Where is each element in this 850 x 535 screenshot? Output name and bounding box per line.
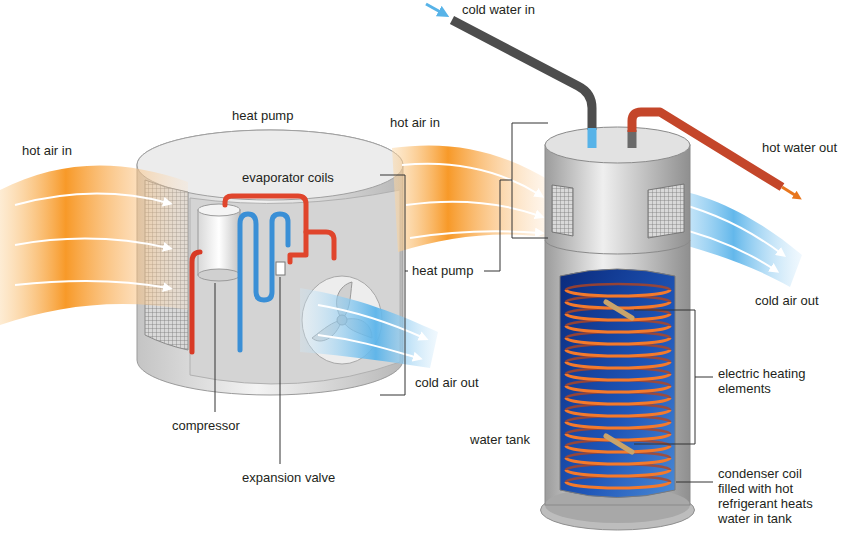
flow-label: hot air in	[390, 115, 440, 130]
compressor-symbol	[198, 204, 240, 216]
airflow-arrows	[15, 193, 168, 205]
condenser-coil	[566, 284, 670, 488]
hot-air-flow	[0, 145, 552, 325]
heating-element-symbol	[606, 302, 632, 452]
leader-lines	[512, 123, 548, 238]
hot-air-flow	[392, 145, 552, 252]
flow-label: cold water in	[462, 2, 535, 17]
airflow-arrows	[410, 231, 540, 238]
water-tank	[545, 145, 690, 505]
flow-label: hot water out	[762, 140, 837, 155]
water-tank	[545, 127, 690, 163]
hot-air-flow	[0, 166, 188, 325]
compressor-symbol	[198, 204, 240, 281]
part-label: electric heating elements	[718, 366, 818, 396]
leader-lines	[695, 377, 713, 378]
part-label: water tank	[470, 432, 530, 447]
flow-label: cold air out	[755, 293, 819, 308]
airflow-arrows	[15, 281, 168, 288]
cold-air-flow	[300, 288, 438, 368]
flow-label: hot air in	[22, 143, 72, 158]
refrigerant-pipes	[290, 232, 306, 262]
airflow-arrows	[318, 335, 418, 358]
heating-element-symbol	[606, 436, 632, 452]
expansion-valve-symbol	[276, 262, 285, 275]
unit-title: heat pump	[232, 108, 293, 123]
airflow-arrows	[402, 164, 540, 195]
water-pipes	[632, 112, 782, 187]
airflow-arrows	[406, 202, 540, 216]
part-label: evaporator coils	[242, 170, 334, 185]
leader-lines	[634, 310, 695, 444]
water-tank	[545, 240, 690, 254]
flow-label: cold air out	[415, 375, 479, 390]
leader-lines	[215, 283, 216, 412]
expansion-valve-symbol	[276, 262, 285, 275]
refrigerant-pipes	[240, 214, 288, 350]
water-pipes	[588, 128, 597, 148]
water-tank	[560, 269, 675, 498]
leader-lines	[280, 277, 281, 464]
part-label: expansion valve	[242, 470, 335, 485]
water-tank	[545, 145, 690, 505]
water-pipes	[426, 4, 798, 197]
bracket-label: heat pump	[412, 263, 473, 278]
condenser-coil	[566, 290, 670, 488]
water-pipes	[452, 20, 592, 130]
leader-lines	[380, 175, 405, 395]
leader-lines	[484, 180, 512, 271]
water-pipes	[426, 4, 444, 14]
part-label: condenser coil filled with hot refrigera…	[718, 466, 830, 526]
refrigerant-pipes	[192, 252, 200, 352]
airflow-arrows	[15, 239, 168, 248]
leader-lines	[676, 482, 713, 483]
leader-lines	[405, 271, 408, 272]
compressor-symbol	[198, 210, 240, 275]
water-tank	[552, 185, 573, 236]
water-tank	[541, 127, 695, 530]
water-tank	[648, 184, 684, 238]
heating-element-symbol	[606, 302, 632, 318]
part-label: compressor	[172, 418, 240, 433]
airflow-arrows	[318, 305, 424, 338]
water-pipes	[782, 187, 798, 197]
compressor-symbol	[198, 269, 240, 281]
water-pipes	[628, 130, 637, 148]
leader-lines	[215, 123, 713, 482]
